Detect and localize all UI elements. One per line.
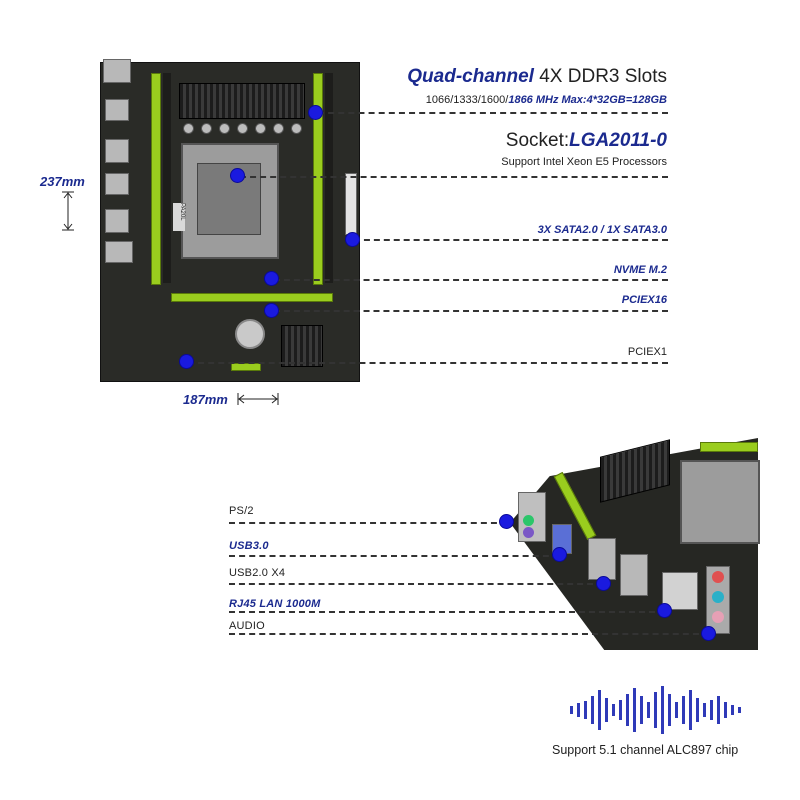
pcie-x16-slot	[171, 293, 333, 302]
callout-line	[229, 555, 559, 557]
ps2-port	[518, 492, 546, 542]
sata-port	[345, 173, 357, 235]
cpu-socket	[680, 460, 760, 544]
callout-line	[229, 611, 665, 613]
double-arrow-vertical-icon	[62, 191, 74, 231]
rj45-label: RJ45 LAN 1000M	[229, 598, 321, 610]
capacitor	[201, 123, 212, 134]
audio-chip-note: Support 5.1 channel ALC897 chip	[552, 743, 739, 757]
callout-line	[274, 279, 668, 281]
double-arrow-horizontal-icon	[237, 393, 279, 405]
vrm-heatsink	[179, 83, 305, 119]
callout-dot	[553, 548, 566, 561]
dimm-slot	[700, 442, 758, 452]
io-port	[103, 59, 131, 83]
ddr-speeds: 1066/1333/1600/1866 MHz Max:4*32GB=128GB	[425, 94, 667, 106]
nvme-label: NVME M.2	[613, 264, 667, 276]
socket-subtitle: Support Intel Xeon E5 Processors	[501, 156, 667, 168]
callout-dot	[231, 169, 244, 182]
callout-dot	[309, 106, 322, 119]
sata-label: 3X SATA2.0 / 1X SATA3.0	[537, 224, 667, 236]
pciex1-label: PCIEX1	[627, 346, 667, 358]
callout-dot	[597, 577, 610, 590]
capacitor	[237, 123, 248, 134]
callout-line	[318, 112, 668, 114]
capacitor	[183, 123, 194, 134]
usb3-label: USB3.0	[229, 540, 269, 552]
callout-line	[229, 522, 507, 524]
width-dimension: 187mm	[183, 392, 228, 407]
io-port	[105, 173, 129, 195]
height-dimension: 237mm	[40, 174, 85, 189]
dimm-slot	[313, 73, 323, 285]
cpu-socket	[181, 143, 279, 259]
callout-line	[229, 583, 603, 585]
io-port	[105, 209, 129, 233]
usb2-label: USB2.0 X4	[229, 567, 286, 579]
chip-label: PA20L	[173, 203, 185, 231]
ps2-label: PS/2	[229, 505, 254, 517]
callout-line	[274, 310, 668, 312]
callout-dot	[658, 604, 671, 617]
rj45-port	[662, 572, 698, 610]
io-port	[105, 139, 129, 163]
callout-line	[354, 239, 668, 241]
callout-dot	[180, 355, 193, 368]
pciex16-label: PCIEX16	[621, 294, 667, 306]
cmos-battery	[235, 319, 265, 349]
audio-jacks	[706, 566, 730, 634]
callout-dot	[500, 515, 513, 528]
capacitor	[255, 123, 266, 134]
audio-label: AUDIO	[229, 620, 265, 632]
callout-dot	[702, 627, 715, 640]
dimm-slot	[325, 73, 333, 283]
socket-title: Socket:LGA2011-0	[505, 130, 667, 151]
chipset-heatsink	[281, 325, 323, 367]
io-port	[105, 241, 133, 263]
callout-line	[229, 633, 709, 635]
io-port	[105, 99, 129, 121]
capacitor	[219, 123, 230, 134]
quad-channel-title: Quad-channel 4X DDR3 Slots	[407, 66, 667, 87]
callout-dot	[265, 304, 278, 317]
callout-dot	[265, 272, 278, 285]
callout-line	[188, 362, 668, 364]
usb2-port	[620, 554, 648, 596]
callout-line	[240, 176, 668, 178]
capacitor	[273, 123, 284, 134]
usb2-port	[588, 538, 616, 580]
sound-wave-icon	[570, 686, 741, 734]
dimm-slot	[151, 73, 161, 285]
capacitor	[291, 123, 302, 134]
dimm-slot	[163, 73, 171, 283]
pcie-x1-slot	[231, 363, 261, 371]
callout-dot	[346, 233, 359, 246]
